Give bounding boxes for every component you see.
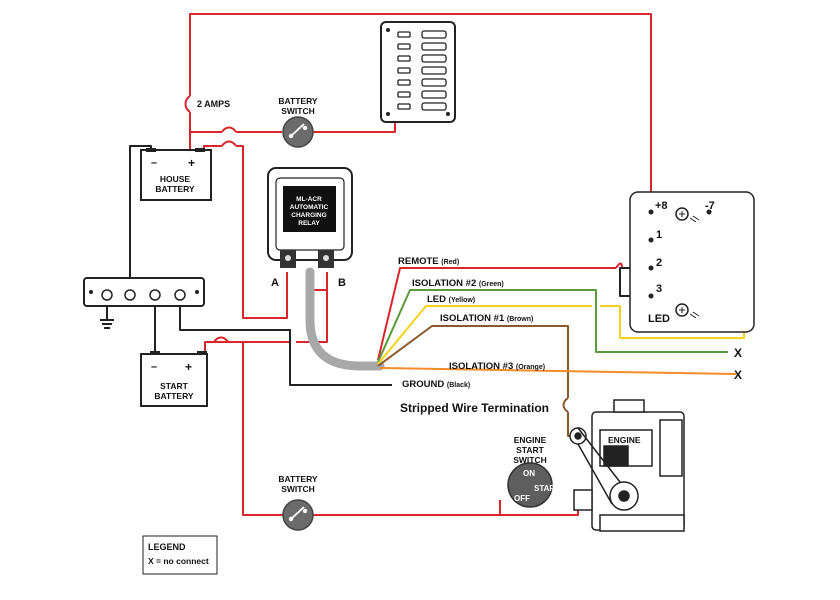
wire-isolation-2	[377, 289, 728, 363]
wire-harness	[305, 267, 385, 371]
switch-panel	[629, 191, 755, 333]
stripped-wire-termination-label: Stripped Wire Termination	[400, 401, 549, 415]
wire-start-to-relay	[244, 290, 328, 343]
pin-3-label: 3	[656, 283, 662, 295]
house-negative-sign: –	[151, 157, 157, 169]
fuse-2amp-label: 2 AMPS	[197, 99, 230, 109]
wire-isolation-1	[377, 325, 569, 392]
isolation-3-label: ISOLATION #3 (Orange)	[449, 361, 545, 372]
remote-jump	[615, 262, 623, 269]
legend-text: X = no connect	[148, 556, 209, 566]
relay-label-2: AUTOMATIC	[290, 204, 329, 211]
battery-switch-top-label-2: SWITCH	[281, 106, 315, 116]
start-battery-label-1: START	[160, 381, 189, 391]
pin-minus7-label: -7	[705, 200, 715, 212]
fuse-isolation-1	[562, 397, 569, 413]
start-battery: – +	[140, 351, 208, 407]
start-switch-start-label: START	[534, 484, 560, 493]
fuse-house-1	[221, 126, 237, 133]
isolation-1-label: ISOLATION #1 (Brown)	[440, 313, 533, 324]
start-switch-off-label: OFF	[514, 494, 530, 503]
house-positive-sign: +	[188, 156, 195, 170]
remote-label: REMOTE (Red)	[398, 256, 459, 267]
start-switch-on-label: ON	[523, 469, 535, 478]
wire-house-to-switch	[189, 122, 396, 150]
wire-isolation-3	[379, 367, 737, 375]
pin-2-label: 2	[656, 257, 662, 269]
legend-box	[142, 535, 218, 575]
legend-title: LEGEND	[148, 542, 186, 552]
pin-1-label: 1	[656, 229, 662, 241]
relay-label-4: RELAY	[298, 220, 320, 227]
fuse-house-2	[221, 140, 237, 147]
relay-terminal-a: A	[271, 277, 279, 289]
house-battery-label-1: HOUSE	[160, 174, 191, 184]
battery-switch-bottom-label-2: SWITCH	[281, 484, 315, 494]
engine-start-switch-label-3: SWITCH	[513, 455, 547, 465]
wire-ground-relay	[179, 298, 392, 386]
no-connect-marker-2: X	[734, 368, 742, 382]
fuse-2amp-symbol	[184, 95, 191, 113]
acr-relay	[267, 167, 353, 268]
house-battery-label-2: BATTERY	[155, 184, 195, 194]
engine-start-switch-label-2: START	[516, 445, 545, 455]
led-top-icon	[675, 207, 700, 223]
start-positive-sign: +	[185, 360, 192, 374]
engine-start-switch-label-1: ENGINE	[514, 435, 547, 445]
battery-switch-bottom	[282, 499, 314, 531]
ground-label: GROUND (Black)	[402, 379, 470, 390]
battery-switch-top	[282, 116, 314, 148]
battery-switch-top-label-1: BATTERY	[278, 96, 318, 106]
led-wire-label: LED (Yellow)	[427, 294, 475, 305]
engine-label: ENGINE	[608, 435, 641, 445]
relay-label-1: ML-ACR	[296, 196, 322, 203]
pin-plus8-label: +8	[655, 200, 668, 212]
negative-bus-bar	[83, 277, 205, 307]
relay-terminal-b: B	[338, 277, 346, 289]
engine-illustration	[569, 399, 685, 532]
engine-start-switch	[507, 462, 553, 508]
led-bottom-icon	[675, 303, 700, 319]
ground-symbol-bus	[100, 319, 114, 329]
relay-label-3: CHARGING	[291, 212, 326, 219]
breaker-rows	[397, 30, 447, 111]
start-negative-sign: –	[151, 361, 157, 373]
no-connect-marker-1: X	[734, 346, 742, 360]
panel-led-label: LED	[648, 313, 670, 325]
breaker-panel	[380, 21, 456, 123]
isolation-2-label: ISOLATION #2 (Green)	[412, 278, 504, 289]
house-battery: – +	[140, 148, 212, 201]
fuse-start	[213, 336, 229, 343]
battery-switch-bottom-label-1: BATTERY	[278, 474, 318, 484]
start-battery-label-2: BATTERY	[154, 391, 194, 401]
